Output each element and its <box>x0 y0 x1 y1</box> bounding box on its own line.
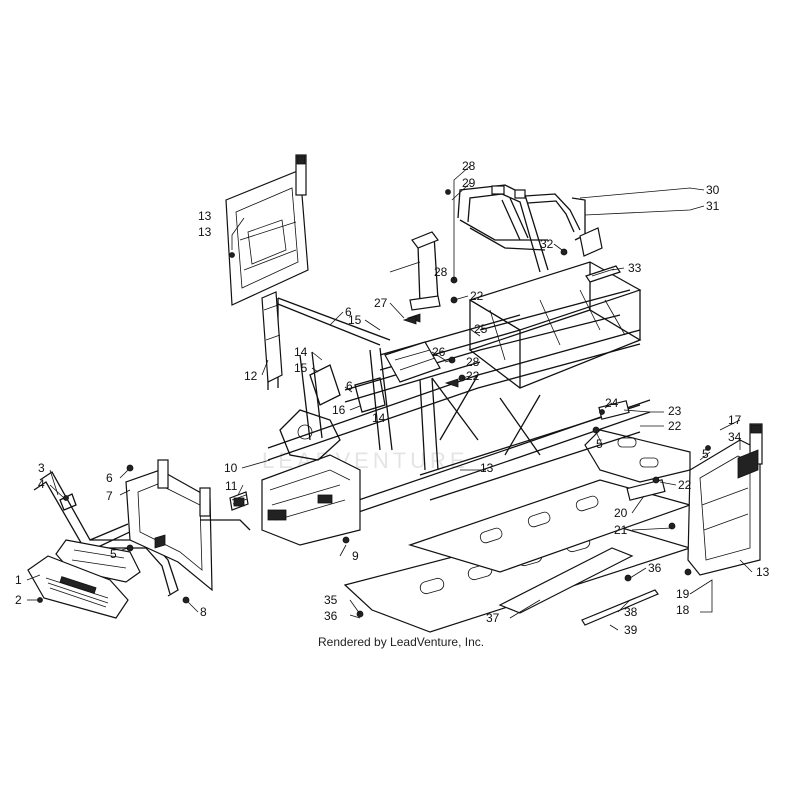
support-strut <box>406 231 441 323</box>
leader-lines <box>26 165 753 631</box>
callout-35: 35 <box>324 593 338 607</box>
callout-27: 27 <box>374 296 388 310</box>
callout-39: 39 <box>624 623 638 637</box>
callout-13-frame: 13 <box>480 461 494 475</box>
callout-13-right-door: 13 <box>756 565 770 579</box>
render-credit: Rendered by LeadVenture, Inc. <box>318 635 484 649</box>
callout-11: 11 <box>225 479 238 493</box>
callout-34: 34 <box>728 430 742 444</box>
callout-5-front: 5 <box>110 547 117 561</box>
callout-22-right: 22 <box>678 478 692 492</box>
callout-30: 30 <box>706 183 720 197</box>
callout-25: 25 <box>474 322 488 336</box>
front-bumper-bracket <box>125 459 251 592</box>
callout-14-upper: 14 <box>294 345 308 359</box>
callout-37: 37 <box>486 611 500 625</box>
callout-14-lower: 14 <box>372 411 386 425</box>
callout-8: 8 <box>200 605 207 619</box>
rear-rops-hoop <box>457 184 549 273</box>
callout-13-left-door: 13 <box>198 225 212 239</box>
callout-31: 31 <box>706 199 720 213</box>
callout-38: 38 <box>624 605 638 619</box>
callout-12: 12 <box>244 369 258 383</box>
callout-1: 1 <box>15 573 22 587</box>
left-upright-post <box>261 291 283 383</box>
callout-7: 7 <box>106 489 113 503</box>
callout-15-upper: 15 <box>348 313 362 327</box>
callout-19: 19 <box>676 587 690 601</box>
callout-32: 32 <box>540 237 554 251</box>
side-skid-panel <box>498 547 659 626</box>
callout-24: 24 <box>605 396 619 410</box>
rear-bracket <box>571 197 603 257</box>
front-skid-guard <box>27 555 129 619</box>
callout-22-mid: 22 <box>466 369 480 383</box>
callout-3: 3 <box>38 461 45 475</box>
callout-2: 2 <box>15 593 22 607</box>
callout-36-right: 36 <box>648 561 662 575</box>
callout-6-upper: 6 <box>345 305 352 319</box>
callout-22-top: 22 <box>470 289 484 303</box>
callout-labels: 1 2 3 4 5 5 5 6 6 6 7 8 9 10 11 12 13 13… <box>15 159 770 637</box>
callout-15-lower: 15 <box>294 361 308 375</box>
callout-28-strut: 28 <box>434 265 448 279</box>
callout-36-left: 36 <box>324 609 338 623</box>
right-door-panel <box>687 423 763 576</box>
rear-bar <box>524 193 581 233</box>
callout-28-top: 28 <box>462 159 476 173</box>
left-door-panel <box>225 154 309 306</box>
hardware-fasteners <box>37 189 711 618</box>
callout-4: 4 <box>38 477 45 491</box>
callout-26: 26 <box>432 345 446 359</box>
rear-skid-plate <box>584 429 691 483</box>
callout-17-right: 17 <box>728 413 742 427</box>
callout-29: 29 <box>462 176 476 190</box>
callout-13-upper: 13 <box>198 209 212 223</box>
callout-6-mid: 6 <box>346 379 353 393</box>
callout-33: 33 <box>628 261 642 275</box>
callout-28-mid: 28 <box>466 355 480 369</box>
rear-cover-plate <box>585 265 621 283</box>
callout-21: 21 <box>614 523 628 537</box>
callout-18: 18 <box>676 603 690 617</box>
callout-16: 16 <box>332 403 346 417</box>
callout-10: 10 <box>224 461 238 475</box>
callout-22-rear: 22 <box>668 419 682 433</box>
callout-5-rear-mount: 5 <box>596 437 603 451</box>
callout-23: 23 <box>668 404 682 418</box>
callout-20: 20 <box>614 506 628 520</box>
callout-5-right-door: 5 <box>702 447 709 461</box>
callout-9: 9 <box>352 549 359 563</box>
callout-6-front: 6 <box>106 471 113 485</box>
